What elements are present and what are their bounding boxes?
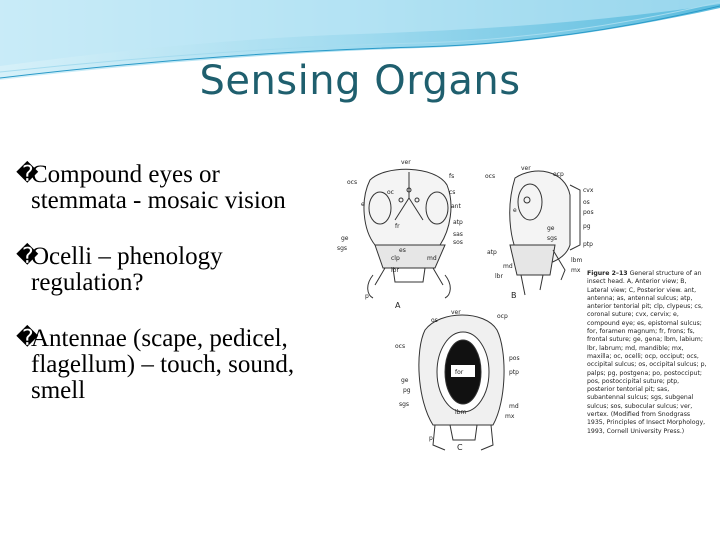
- label-c-ocp: ocp: [497, 313, 508, 320]
- label-b-ocp: ocp: [553, 171, 564, 178]
- lateral-view-drawing: [509, 170, 581, 296]
- label-b-ge: ge: [547, 225, 555, 232]
- label-b-ver: ver: [521, 165, 531, 172]
- label-a-sos: sos: [453, 239, 463, 246]
- label-a-cs: cs: [449, 189, 455, 196]
- label-b-cvx: cvx: [583, 187, 594, 194]
- label-b-pos: pos: [583, 209, 594, 216]
- label-c-sgs: sgs: [399, 401, 409, 408]
- view-label-b: B: [511, 291, 517, 300]
- label-a-fs: fs: [449, 173, 454, 180]
- label-c-ge: ge: [401, 377, 409, 384]
- label-c-mx: mx: [505, 413, 515, 420]
- label-a-clp: clp: [391, 255, 400, 262]
- figure-caption: Figure 2–13 General structure of an inse…: [587, 270, 707, 436]
- view-label-c: C: [457, 443, 463, 452]
- label-b-ocs: ocs: [485, 173, 495, 180]
- label-c-md: md: [509, 403, 519, 410]
- insect-head-figure: A B C for ver ocs fs oc cs e fr ant atp …: [325, 150, 710, 460]
- label-a-ge: ge: [341, 235, 349, 242]
- anterior-view-drawing: [363, 168, 452, 299]
- label-b-os: os: [583, 199, 590, 206]
- label-c-ocs: ocs: [395, 343, 405, 350]
- label-a-lbr: lbr: [391, 267, 399, 274]
- view-label-a: A: [395, 301, 401, 310]
- label-a-ant: ant: [451, 203, 461, 210]
- label-b-ptp: ptp: [583, 241, 593, 248]
- label-b-lbm: lbm: [571, 257, 582, 264]
- label-c-p: p: [429, 435, 433, 442]
- label-b-mx: mx: [571, 267, 581, 274]
- label-b-sgs: sgs: [547, 235, 557, 242]
- label-a-ocs: ocs: [347, 179, 357, 186]
- caption-heading: Figure 2–13: [587, 270, 628, 277]
- label-c-ptp: ptp: [509, 369, 519, 376]
- label-a-e: e: [361, 201, 365, 208]
- insect-head-diagram: A B C for ver ocs fs oc cs e fr ant atp …: [337, 159, 594, 452]
- bullet-item-antennae: � Antennae (scape, pedicel, flagellum) –…: [16, 326, 316, 404]
- bullet-text: Antennae (scape, pedicel, flagellum) – t…: [31, 325, 295, 404]
- label-a-fr: fr: [395, 223, 400, 230]
- foramen-label: for: [455, 369, 464, 376]
- label-b-atp: atp: [487, 249, 497, 256]
- caption-body: General structure of an insect head. A, …: [587, 270, 707, 435]
- bullet-marker-icon: �: [16, 326, 39, 351]
- bullet-list: � Compound eyes or stemmata - mosaic vis…: [16, 162, 316, 434]
- label-c-lbm: lbm: [455, 409, 466, 416]
- label-a-sgs: sgs: [337, 245, 347, 252]
- bullet-item-ocelli: � Ocelli – phenology regulation?: [16, 244, 316, 296]
- label-a-sas: sas: [453, 231, 463, 238]
- label-c-pos: pos: [509, 355, 520, 362]
- label-a-ver: ver: [401, 159, 411, 166]
- bullet-marker-icon: �: [16, 162, 39, 187]
- posterior-view-drawing: [418, 314, 505, 451]
- label-c-pg: pg: [403, 387, 411, 394]
- label-a-md: md: [427, 255, 437, 262]
- label-b-md: md: [503, 263, 513, 270]
- label-b-lbr: lbr: [495, 273, 503, 280]
- label-b-e: e: [513, 207, 517, 214]
- bullet-text: Ocelli – phenology regulation?: [31, 243, 223, 296]
- label-b-pg: pg: [583, 223, 591, 230]
- label-a-atp: atp: [453, 219, 463, 226]
- label-c-os: os: [431, 317, 438, 324]
- label-a-es: es: [399, 247, 406, 254]
- header-wave-decoration: [0, 0, 720, 80]
- bullet-text: Compound eyes or stemmata - mosaic visio…: [31, 161, 286, 214]
- bullet-item-compound-eyes: � Compound eyes or stemmata - mosaic vis…: [16, 162, 316, 214]
- label-c-ver: ver: [451, 309, 461, 316]
- label-a-oc: oc: [387, 189, 394, 196]
- label-a-p: p: [365, 293, 369, 300]
- slide-title: Sensing Organs: [199, 58, 521, 104]
- bullet-marker-icon: �: [16, 244, 39, 269]
